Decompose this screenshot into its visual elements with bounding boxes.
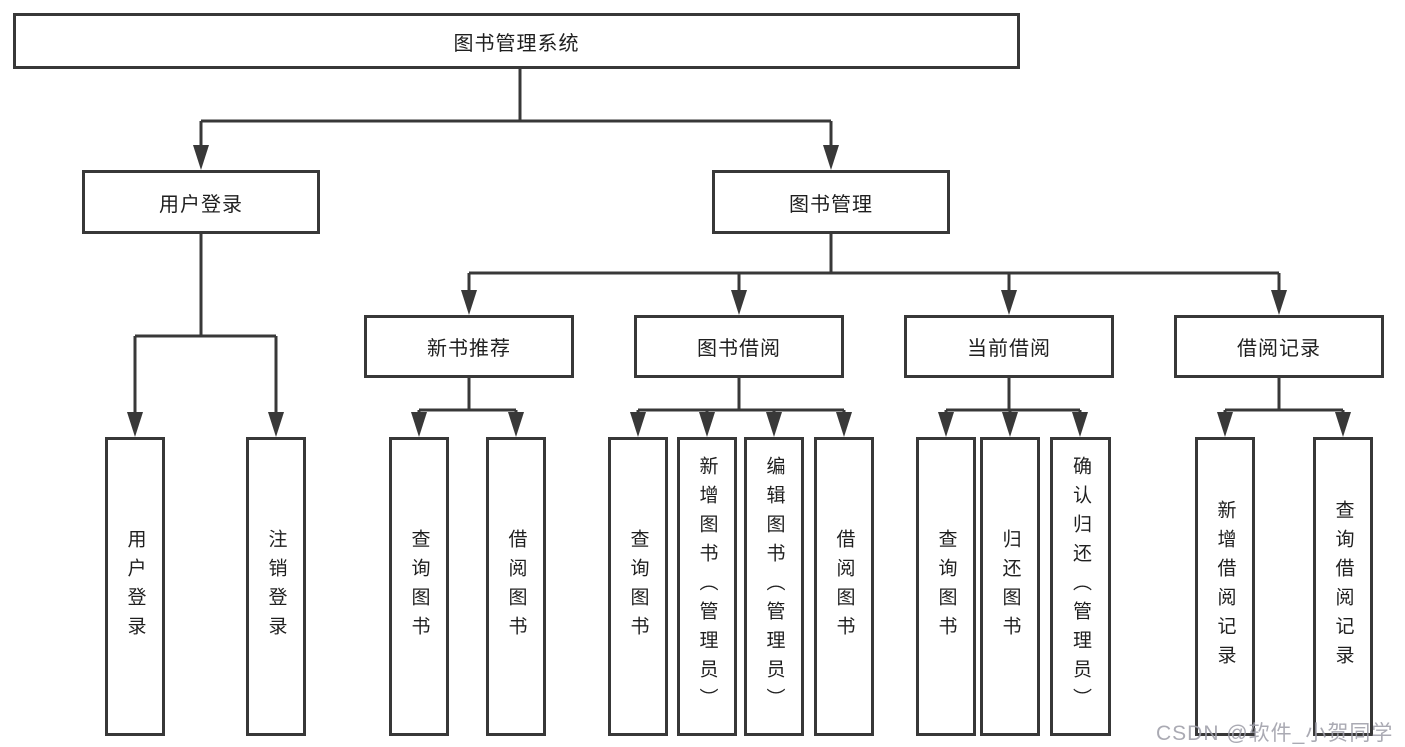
leaf-query-borrow-record: 查询借阅记录 bbox=[1313, 437, 1373, 736]
leaf-logout: 注销登录 bbox=[246, 437, 306, 736]
leaf-borrow-books-2: 借阅图书 bbox=[814, 437, 874, 736]
leaf-user-login: 用户登录 bbox=[105, 437, 165, 736]
leaf-confirm-return-admin-label: 确认归还（管理员） bbox=[1070, 456, 1091, 717]
leaf-query-books-1: 查询图书 bbox=[389, 437, 449, 736]
leaf-borrow-books-1: 借阅图书 bbox=[486, 437, 546, 736]
leaf-confirm-return-admin: 确认归还（管理员） bbox=[1050, 437, 1111, 736]
node-book-mgmt: 图书管理 bbox=[712, 170, 950, 234]
node-new-book-recommend-label: 新书推荐 bbox=[427, 338, 511, 360]
csdn-watermark: CSDN @软件_小贺同学 bbox=[1156, 722, 1394, 745]
node-book-borrow: 图书借阅 bbox=[634, 315, 844, 378]
leaf-add-borrow-record: 新增借阅记录 bbox=[1195, 437, 1255, 736]
node-root-label: 图书管理系统 bbox=[453, 32, 580, 55]
leaf-add-borrow-record-label: 新增借阅记录 bbox=[1214, 499, 1236, 674]
leaf-query-books-1-label: 查询图书 bbox=[408, 528, 430, 645]
leaf-return-books-label: 归还图书 bbox=[999, 528, 1021, 645]
node-current-borrow: 当前借阅 bbox=[904, 315, 1114, 378]
leaf-query-books-2: 查询图书 bbox=[608, 437, 668, 736]
leaf-query-books-3-label: 查询图书 bbox=[935, 528, 957, 645]
node-borrow-records: 借阅记录 bbox=[1174, 315, 1384, 378]
node-new-book-recommend: 新书推荐 bbox=[364, 315, 574, 378]
node-user-login-label: 用户登录 bbox=[159, 193, 243, 216]
node-root: 图书管理系统 bbox=[13, 13, 1020, 69]
leaf-add-books-admin-label: 新增图书（管理员） bbox=[696, 456, 718, 717]
node-book-borrow-label: 图书借阅 bbox=[697, 338, 781, 360]
leaf-return-books: 归还图书 bbox=[980, 437, 1040, 736]
leaf-edit-books-admin: 编辑图书（管理员） bbox=[744, 437, 804, 736]
arrowhead-icons bbox=[127, 145, 1351, 437]
leaf-logout-label: 注销登录 bbox=[265, 528, 287, 645]
leaf-borrow-books-1-label: 借阅图书 bbox=[505, 528, 527, 645]
node-borrow-records-label: 借阅记录 bbox=[1237, 338, 1321, 360]
node-current-borrow-label: 当前借阅 bbox=[967, 338, 1051, 360]
node-book-mgmt-label: 图书管理 bbox=[789, 193, 873, 216]
leaf-query-borrow-record-label: 查询借阅记录 bbox=[1332, 499, 1354, 674]
leaf-user-login-label: 用户登录 bbox=[124, 528, 146, 645]
leaf-edit-books-admin-label: 编辑图书（管理员） bbox=[763, 456, 785, 717]
leaf-borrow-books-2-label: 借阅图书 bbox=[833, 528, 855, 645]
leaf-query-books-2-label: 查询图书 bbox=[627, 528, 649, 645]
leaf-add-books-admin: 新增图书（管理员） bbox=[677, 437, 737, 736]
node-user-login: 用户登录 bbox=[82, 170, 320, 234]
leaf-query-books-3: 查询图书 bbox=[916, 437, 976, 736]
